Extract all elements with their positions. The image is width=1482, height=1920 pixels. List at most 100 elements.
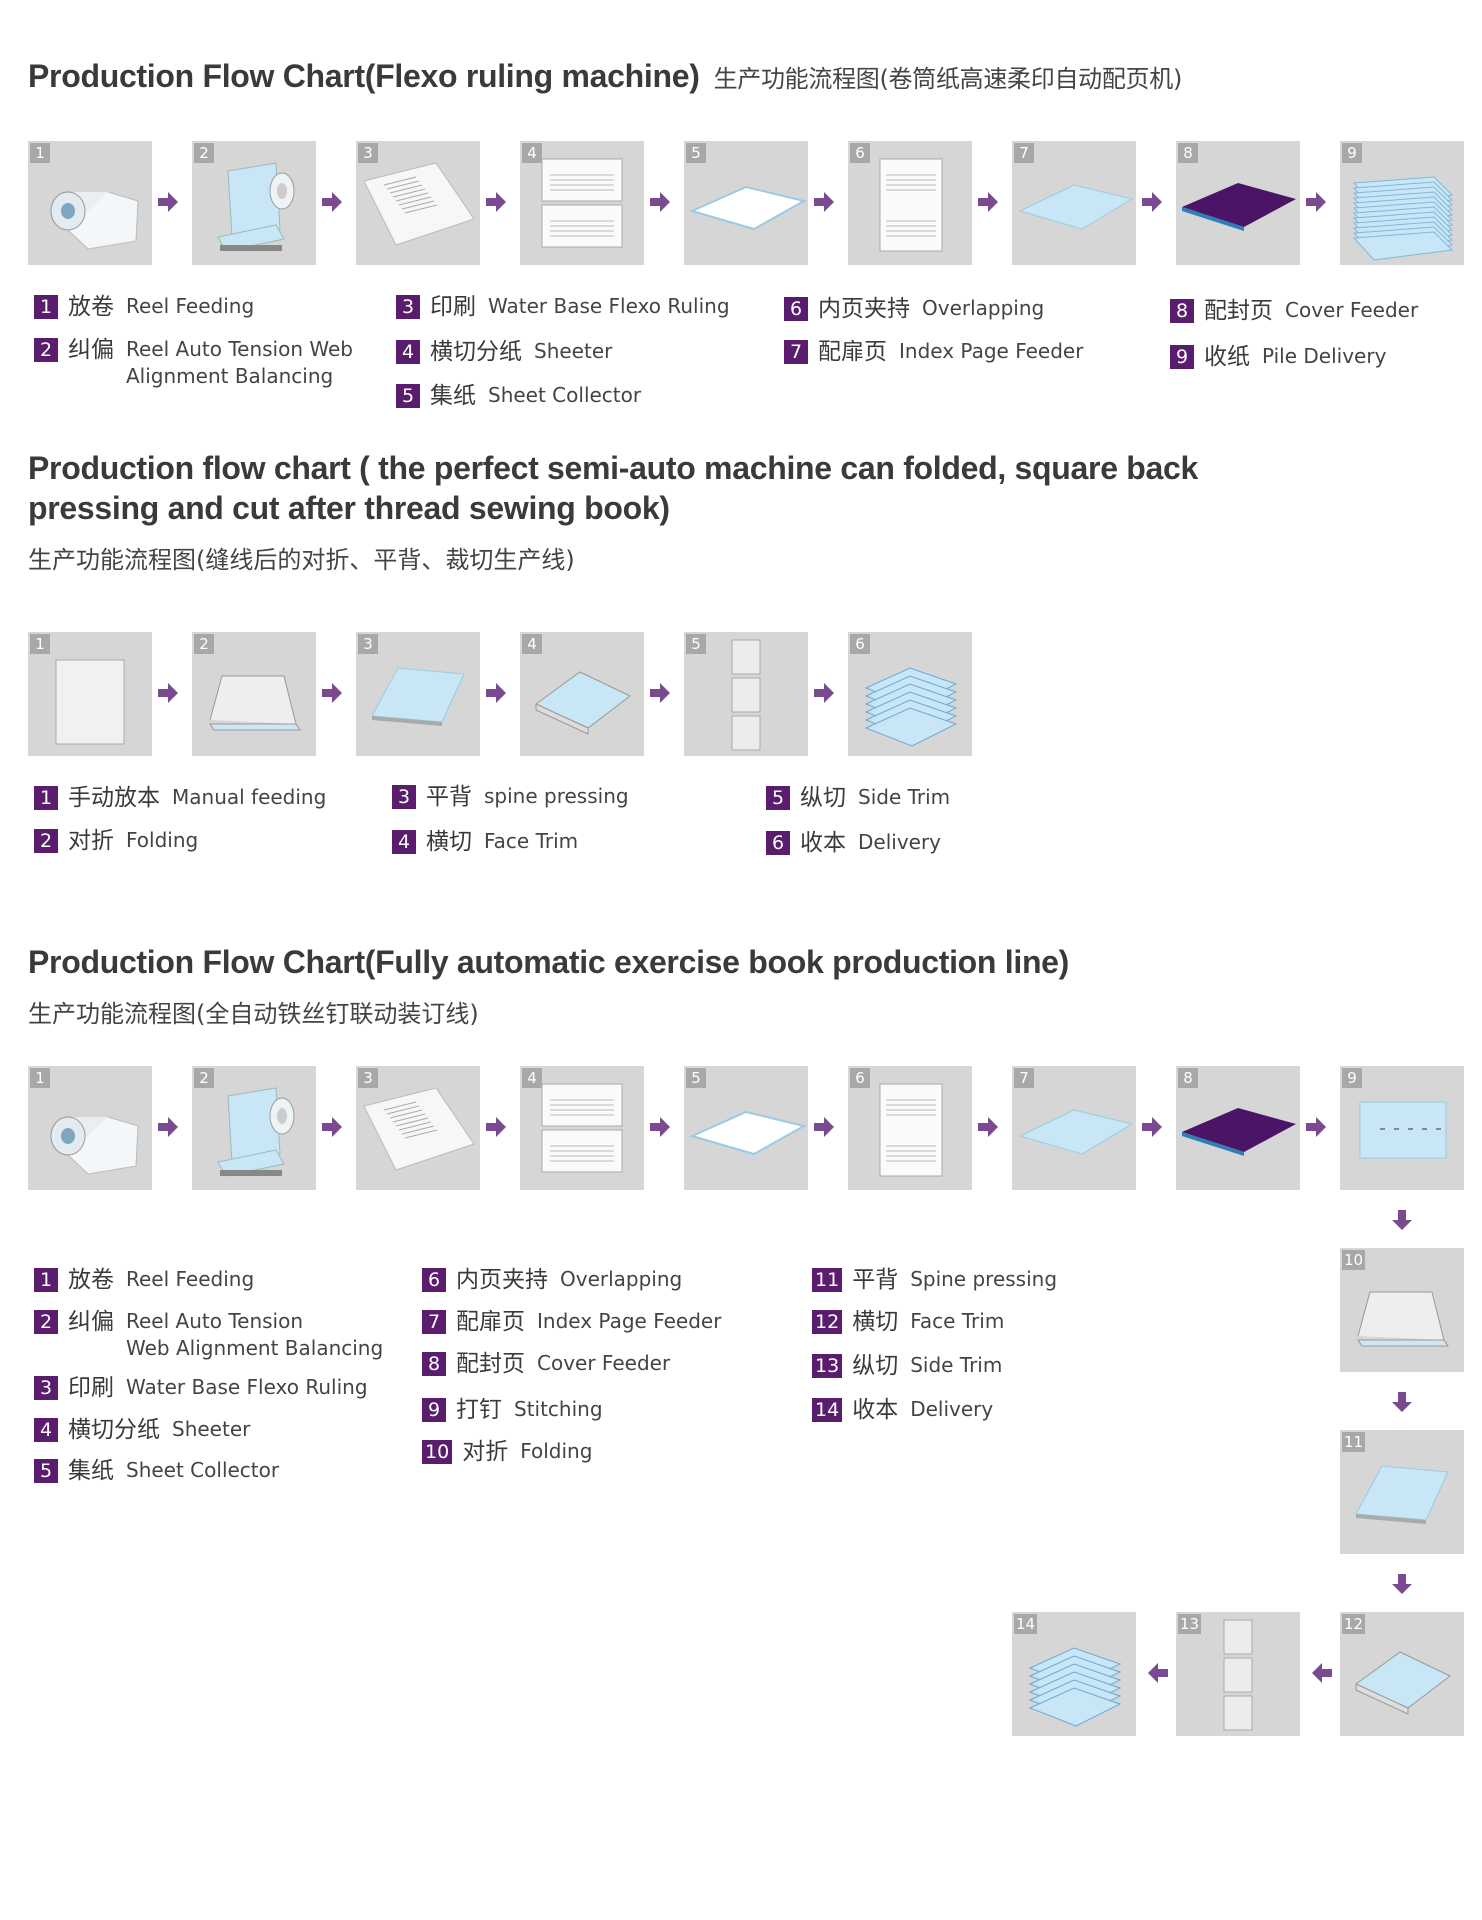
step-box-number: 1	[30, 143, 50, 163]
legend-number-badge: 3	[34, 1376, 58, 1400]
legend-label-cn: 平背	[852, 1267, 899, 1293]
roll-illustration-icon	[50, 191, 139, 250]
legend-label-en: Index Page Feeder	[537, 1309, 722, 1333]
section1-step-box: 6	[848, 141, 972, 265]
legend-label-en: Spine pressing	[910, 1267, 1058, 1291]
legend-label-cn: 印刷	[430, 294, 476, 320]
legend-number-badge: 9	[422, 1398, 446, 1422]
legend-number-badge: 1	[34, 295, 58, 319]
step-box-number: 12	[1342, 1614, 1366, 1634]
flow-arrow-right-icon	[154, 188, 182, 216]
flat-illustration-icon	[371, 667, 465, 726]
legend-item: 4 横切分纸 Sheeter	[34, 1416, 250, 1444]
legend-label-cn: 对折	[462, 1439, 509, 1465]
legend-label-cn: 放卷	[68, 1267, 114, 1293]
step-box-number: 3	[358, 1068, 378, 1088]
section3-step-box: 4	[520, 1066, 644, 1190]
legend-item: 5 纵切 Side Trim	[766, 784, 950, 812]
legend-label-cn: 配扉页	[456, 1309, 525, 1335]
legend-number-badge: 4	[34, 1418, 58, 1442]
legend-number-badge: 2	[34, 338, 58, 362]
section1-step-box: 7	[1012, 141, 1136, 265]
legend-label-en: Folding	[520, 1439, 593, 1463]
legend-label-cn: 横切分纸	[68, 1417, 160, 1443]
section1-title-cn: 生产功能流程图(卷筒纸高速柔印自动配页机)	[713, 65, 1183, 93]
legend-label-cn: 收本	[852, 1397, 899, 1423]
step-box-number: 3	[358, 143, 378, 163]
legend-item: 1 手动放本 Manual feeding	[34, 784, 326, 812]
flow-arrow-right-icon	[810, 679, 838, 707]
legend-label-en: Cover Feeder	[1285, 298, 1419, 322]
flow-arrow-right-icon	[1302, 188, 1330, 216]
flat-illustration-icon	[1355, 1465, 1449, 1524]
legend-label-cn: 配封页	[456, 1351, 525, 1377]
legend-number-badge: 4	[396, 340, 420, 364]
roll-illustration-icon	[50, 1116, 139, 1175]
flow-arrow-right-icon	[482, 679, 510, 707]
section3-step-box: 11	[1340, 1430, 1464, 1554]
legend-label-en: Pile Delivery	[1262, 344, 1387, 368]
step-box-number: 4	[522, 143, 542, 163]
flow-arrow-right-icon	[482, 1113, 510, 1141]
flow-arrow-right-icon	[318, 188, 346, 216]
legend-label-en: Index Page Feeder	[899, 339, 1084, 363]
flow-arrow-right-icon	[1138, 1113, 1166, 1141]
legend-label-en: Reel Auto Tension Web	[126, 337, 353, 361]
legend-label-en: Overlapping	[922, 296, 1045, 320]
section3-step-box: 6	[848, 1066, 972, 1190]
step-box-number: 9	[1342, 143, 1362, 163]
legend-item: 5 集纸 Sheet Collector	[396, 382, 641, 410]
legend-label-en: Side Trim	[858, 785, 951, 809]
section1-step-box: 4	[520, 141, 644, 265]
sheet-illustration-icon	[689, 1110, 807, 1156]
legend-number-badge: 7	[422, 1310, 446, 1334]
section2-title-line2: pressing and cut after thread sewing boo…	[28, 490, 670, 526]
flow-arrow-right-icon	[646, 188, 674, 216]
legend-number-badge: 5	[396, 384, 420, 408]
section3-step-box: 8	[1176, 1066, 1300, 1190]
legend-label-en: Delivery	[910, 1397, 994, 1421]
legend-item: 10 对折 Folding	[422, 1438, 592, 1466]
legend-label-cn: 收纸	[1204, 344, 1250, 370]
flow-arrow-down-icon	[1388, 1570, 1416, 1598]
step-box-number: 13	[1178, 1614, 1202, 1634]
step-box-number: 2	[194, 143, 214, 163]
step-box-number: 7	[1014, 1068, 1034, 1088]
section2-title-cn: 生产功能流程图(缝线后的对折、平背、裁切生产线)	[28, 546, 575, 574]
step-box-number: 14	[1014, 1614, 1038, 1634]
bluesheet-illustration-icon	[1018, 184, 1134, 230]
legend-number-badge: 1	[34, 786, 58, 810]
section1-step-box: 5	[684, 141, 808, 265]
legend-item: 7 配扉页 Index Page Feeder	[422, 1308, 721, 1336]
legend-number-badge: 6	[784, 297, 808, 321]
section2-step-box: 1	[28, 632, 152, 756]
fold-illustration-icon	[1357, 1291, 1449, 1347]
legend-item: 2 对折 Folding	[34, 827, 198, 855]
legend-item: 4 横切分纸 Sheeter	[396, 338, 612, 366]
legend-item: 9 打钉 Stitching	[422, 1396, 603, 1424]
legend-number-badge: 1	[34, 1268, 58, 1292]
section1-title-en: Production Flow Chart(Flexo ruling machi…	[28, 58, 700, 94]
legend-number-badge: 3	[396, 295, 420, 319]
page-illustration-icon	[879, 1083, 943, 1177]
cover-illustration-icon	[1182, 1108, 1296, 1156]
legend-number-badge: 10	[422, 1440, 453, 1464]
flow-arrow-right-icon	[154, 679, 182, 707]
legend-label-cn: 纠偏	[68, 1309, 114, 1335]
legend-number-badge: 8	[1170, 299, 1194, 323]
legend-label-cn: 平背	[426, 784, 472, 810]
legend-number-badge: 13	[812, 1354, 843, 1378]
section1-step-box: 8	[1176, 141, 1300, 265]
books-illustration-icon	[864, 667, 958, 747]
legend-label-cn: 纠偏	[68, 337, 114, 363]
legend-item: 1 放卷 Reel Feeding	[34, 1266, 254, 1294]
legend-label-en: Water Base Flexo Ruling	[488, 294, 730, 318]
step-box-number: 2	[194, 1068, 214, 1088]
legend-number-badge: 5	[766, 786, 790, 810]
legend-item: 8 配封页 Cover Feeder	[422, 1350, 670, 1378]
legend-label-en: Delivery	[858, 830, 942, 854]
section3-step-box: 3	[356, 1066, 480, 1190]
fold-illustration-icon	[209, 675, 301, 731]
legend-label-en: spine pressing	[484, 784, 629, 808]
